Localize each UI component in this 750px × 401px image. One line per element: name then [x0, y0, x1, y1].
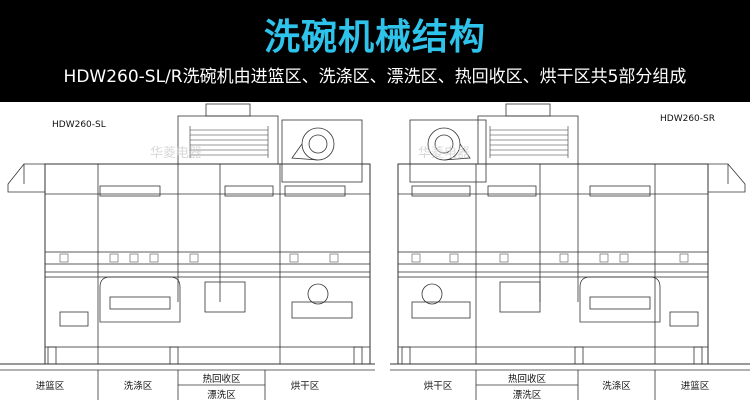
- right-zone-wash: 洗涤区: [602, 381, 631, 392]
- right-machine-drawing: [390, 103, 750, 365]
- left-zone-table: [0, 369, 375, 400]
- right-zone-dry: 烘干区: [423, 381, 453, 392]
- left-zone-dry: 烘干区: [290, 381, 320, 392]
- left-machine-drawing: [0, 103, 375, 365]
- left-zone-inlet: 进篮区: [35, 381, 65, 392]
- left-zone-heat-recovery: 热回收区: [202, 374, 241, 385]
- watermark-left: 华菱电器: [150, 146, 203, 161]
- right-zone-table: [390, 369, 750, 400]
- left-model-label: HDW260-SL: [52, 120, 106, 130]
- left-zone-rinse: 漂洗区: [207, 390, 236, 401]
- page-subtitle: HDW260-SL/R洗碗机由进篮区、洗涤区、漂洗区、热回收区、烘干区共5部分组…: [63, 67, 687, 87]
- title-banner: 洗碗机械结构 HDW260-SL/R洗碗机由进篮区、洗涤区、漂洗区、热回收区、烘…: [0, 0, 750, 102]
- left-zone-wash: 洗涤区: [123, 381, 153, 392]
- right-model-label: HDW260-SR: [660, 114, 715, 124]
- page-title: 洗碗机械结构: [263, 17, 486, 58]
- machine-drawing-area: HDW260-SL HDW260-SR 华菱电器 华菱电器 进篮区 洗涤区 热回…: [0, 102, 750, 401]
- machine-drawings: [0, 103, 750, 400]
- watermark-right: 华菱电器: [418, 146, 471, 161]
- right-zone-heat-recovery: 热回收区: [507, 374, 546, 385]
- right-zone-rinse: 漂洗区: [512, 390, 542, 401]
- right-zone-inlet: 进篮区: [680, 381, 710, 392]
